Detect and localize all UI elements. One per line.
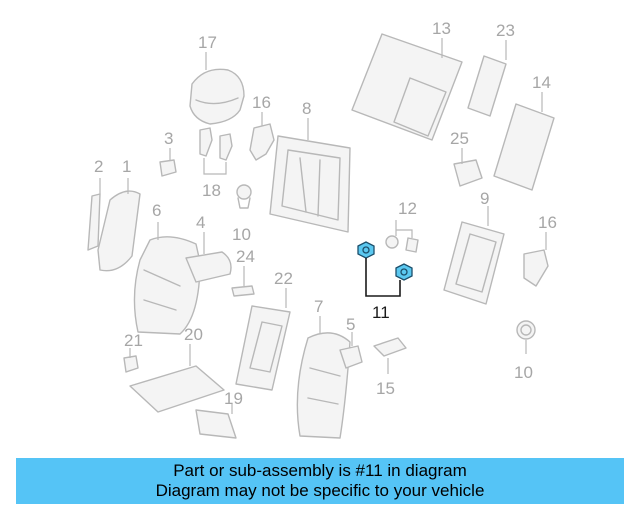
part-17-headrest xyxy=(189,52,245,125)
callout-10-lower: 10 xyxy=(514,363,533,382)
callout-25: 25 xyxy=(450,129,469,148)
callout-4: 4 xyxy=(196,213,205,232)
callout-13: 13 xyxy=(432,19,451,38)
caption-line-disclaimer: Diagram may not be specific to your vehi… xyxy=(155,481,485,500)
callout-18: 18 xyxy=(202,181,221,200)
callout-5: 5 xyxy=(346,315,355,334)
part-10-knob-upper xyxy=(236,184,252,209)
callout-3: 3 xyxy=(164,129,173,148)
part-12-clips xyxy=(385,220,419,253)
part-16-bracket-lower xyxy=(523,232,549,287)
callout-8: 8 xyxy=(302,99,311,118)
callout-10-upper: 10 xyxy=(232,225,251,244)
part-19-trim-cover xyxy=(195,404,237,439)
part-16-bracket-upper xyxy=(249,112,275,161)
callout-17: 17 xyxy=(198,33,217,52)
part-3-clip xyxy=(159,148,177,177)
callout-1: 1 xyxy=(122,157,131,176)
callout-7: 7 xyxy=(314,297,323,316)
part-1-side-bolster xyxy=(97,178,141,272)
caption-banner: Part or sub-assembly is #11 in diagram D… xyxy=(16,458,624,504)
callout-2: 2 xyxy=(94,157,103,176)
callout-9: 9 xyxy=(480,189,489,208)
part-23-panel xyxy=(467,40,507,117)
part-11-highlighted-fasteners xyxy=(357,241,413,297)
part-20-cushion-pad xyxy=(129,344,225,413)
callout-11: 11 xyxy=(372,303,390,322)
part-18-headrest-guides xyxy=(199,127,233,175)
part-6-seat-cushion xyxy=(133,222,201,335)
part-7-seatback-cover xyxy=(296,316,351,439)
part-22-back-panel xyxy=(235,288,291,391)
part-13-rear-panel xyxy=(351,33,463,141)
part-21-screw xyxy=(123,348,139,373)
callout-23: 23 xyxy=(496,21,515,40)
callout-16-upper: 16 xyxy=(252,93,271,112)
part-9-seatback-frame xyxy=(443,206,505,305)
part-24-bolt xyxy=(231,266,255,297)
callout-15: 15 xyxy=(376,379,395,398)
callout-20: 20 xyxy=(184,325,203,344)
caption-line-part: Part or sub-assembly is #11 in diagram xyxy=(173,461,467,480)
part-15-bracket xyxy=(373,337,407,374)
callout-24: 24 xyxy=(236,247,255,266)
parts-diagram: 17 18 3 16 8 2 1 6 xyxy=(87,19,557,439)
part-10-knob-lower xyxy=(516,320,536,354)
callout-16-lower: 16 xyxy=(538,213,557,232)
callout-6: 6 xyxy=(152,201,161,220)
part-14-panel xyxy=(493,92,555,191)
callout-21: 21 xyxy=(124,331,143,350)
part-25-hinge-bracket xyxy=(453,148,483,187)
part-4-armrest xyxy=(185,232,232,283)
callout-19: 19 xyxy=(224,389,243,408)
part-5-latch xyxy=(339,332,363,369)
callout-14: 14 xyxy=(532,73,551,92)
callout-12: 12 xyxy=(398,199,417,218)
part-2-trim-strip xyxy=(87,178,101,251)
callout-22: 22 xyxy=(274,269,293,288)
part-8-seatback-frame xyxy=(269,118,351,233)
